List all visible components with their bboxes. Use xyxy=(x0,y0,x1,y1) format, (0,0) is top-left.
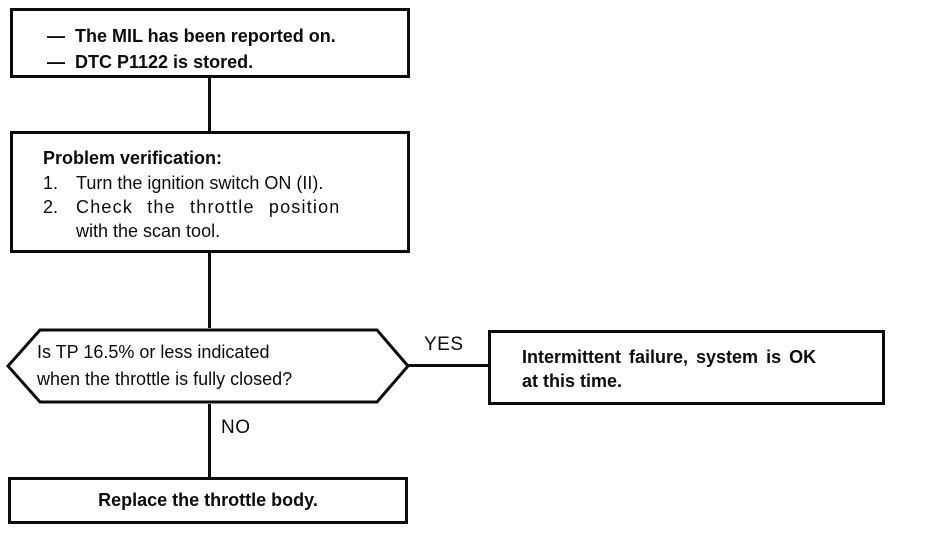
decision-question-line1: Is TP 16.5% or less indicated xyxy=(37,342,270,362)
symptom-line-dtc: — DTC P1122 is stored. xyxy=(47,49,401,75)
symptom-mil-text: The MIL has been reported on. xyxy=(75,26,336,46)
step-continuation-text: with the scan tool. xyxy=(76,221,221,241)
yes-connector-line xyxy=(408,364,488,367)
verification-step-2-continuation: with the scan tool. xyxy=(43,219,403,243)
decision-question-line2: when the throttle is fully closed? xyxy=(37,369,293,389)
intermittent-failure-line2: at this time. xyxy=(522,371,623,391)
symptom-box: — The MIL has been reported on. — DTC P1… xyxy=(10,8,410,78)
step-text: Turn the ignition switch ON (II). xyxy=(76,173,324,193)
intermittent-failure-line1: Intermittent failure, system is OK xyxy=(522,347,817,367)
no-label: NO xyxy=(221,417,251,438)
step-number-spacer xyxy=(43,219,76,243)
verification-step-1: 1. Turn the ignition switch ON (II). xyxy=(43,171,403,195)
decision-hexagon: Is TP 16.5% or less indicated when the t… xyxy=(6,328,410,404)
connector-symptom-to-verification xyxy=(208,78,211,131)
problem-verification-box: Problem verification: 1. Turn the igniti… xyxy=(10,131,410,253)
connector-verification-to-decision xyxy=(208,253,211,328)
intermittent-failure-box: Intermittent failure, system is OK at th… xyxy=(488,330,885,405)
replace-throttle-body-box: Replace the throttle body. xyxy=(8,477,408,524)
symptom-dtc-text: DTC P1122 is stored. xyxy=(75,52,254,72)
step-text: Check the throttle position xyxy=(76,197,341,217)
no-connector-line xyxy=(208,404,211,477)
decision-question: Is TP 16.5% or less indicated when the t… xyxy=(37,339,292,393)
hexagon-outline xyxy=(6,328,410,404)
step-number: 2. xyxy=(43,197,59,217)
verification-title: Problem verification: xyxy=(43,148,223,168)
replace-throttle-body-text: Replace the throttle body. xyxy=(98,490,318,510)
step-number: 1. xyxy=(43,173,59,193)
dash-bullet: — xyxy=(47,26,65,46)
verification-step-2: 2. Check the throttle position xyxy=(43,195,403,219)
yes-label: YES xyxy=(424,334,464,355)
dash-bullet: — xyxy=(47,52,65,72)
symptom-line-mil: — The MIL has been reported on. xyxy=(47,23,401,49)
